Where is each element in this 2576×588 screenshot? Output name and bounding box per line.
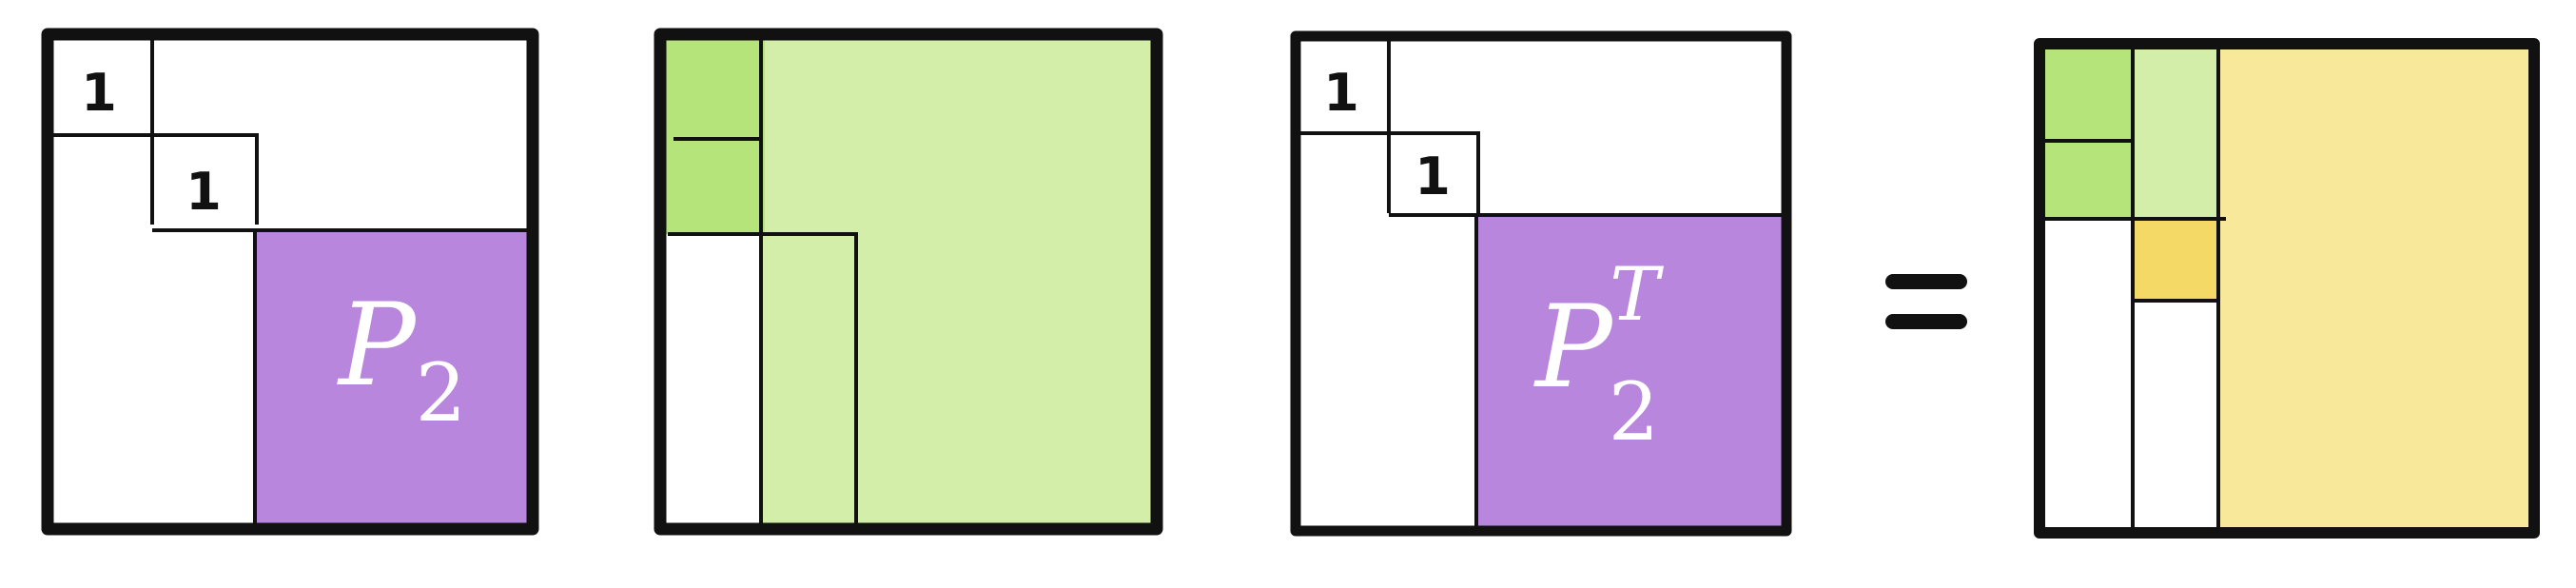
identity-entry-2: 1 — [1415, 147, 1451, 206]
matrix-result — [2034, 38, 2540, 539]
identity-entry-2: 1 — [185, 162, 222, 222]
matrix-p-block: 1 1 P2 — [41, 28, 539, 536]
green-dark-block — [666, 38, 765, 234]
matrix-3-border — [1290, 30, 1792, 537]
equals-sign: = — [1885, 274, 1967, 329]
green-dark-block — [2045, 49, 2133, 221]
green-light-block — [2135, 49, 2216, 221]
p2-block-fill — [257, 232, 527, 523]
p2t-label: P2T — [1533, 252, 1664, 459]
matrix-3-inner-lines — [1299, 40, 1783, 527]
matrix-4-inner-lines — [2043, 48, 2226, 529]
matrix-green — [654, 28, 1163, 536]
white-lower-left-block — [666, 234, 759, 525]
matrix-2-border — [654, 28, 1163, 536]
yellow-light-fill — [2216, 48, 2530, 529]
matrix-1-inner-lines — [49, 38, 527, 525]
yellow-dark-block — [2135, 221, 2216, 301]
identity-entry-1: 1 — [1323, 63, 1359, 123]
p2-label: P2 — [337, 280, 466, 440]
p2t-block-fill — [1478, 217, 1783, 527]
matrix-1-border — [41, 28, 539, 536]
matrix-2-inner-lines — [668, 38, 858, 525]
matrix-4-border — [2034, 38, 2540, 539]
matrix-pt-block: 1 1 P2T — [1290, 30, 1792, 537]
identity-entry-1: 1 — [81, 63, 117, 123]
